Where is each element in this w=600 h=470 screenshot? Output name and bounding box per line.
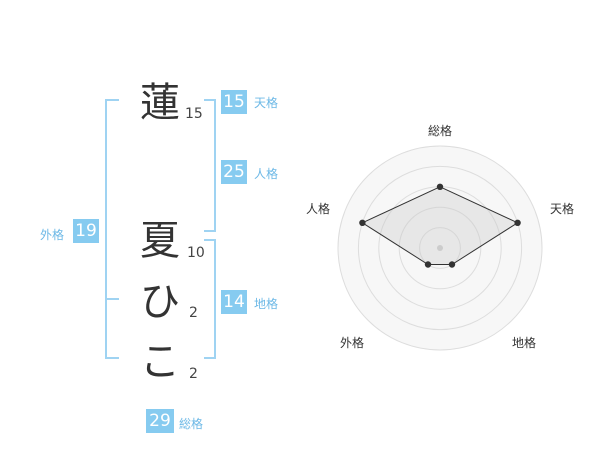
radar-data-polygon — [361, 186, 519, 265]
radar-axis-label-chikaku: 地格 — [511, 336, 536, 350]
stroke-count-3: 2 — [189, 305, 198, 321]
chikaku-value: 14 — [221, 290, 247, 314]
radar-point-2 — [514, 219, 521, 226]
radar-ring-3 — [378, 186, 502, 310]
jinkaku-label: 人格 — [254, 167, 279, 181]
radar-ring-1 — [419, 227, 461, 269]
jinkaku-value: 25 — [221, 160, 247, 184]
stroke-count-1: 15 — [185, 106, 203, 122]
name-char-2: 夏 — [140, 218, 180, 264]
radar-axis-label-jinkaku: 人格 — [305, 202, 330, 216]
tenkaku-value: 15 — [221, 90, 247, 114]
tenkaku-label: 天格 — [254, 96, 279, 110]
radar-point-5 — [359, 219, 366, 226]
radar-point-3 — [448, 261, 456, 268]
name-char-4: こ — [140, 339, 180, 385]
chikaku-label: 地格 — [254, 297, 279, 311]
radar-point-4 — [424, 261, 432, 268]
radar-axis-label-soukaku: 総格 — [427, 124, 452, 138]
soukaku-label: 総格 — [179, 417, 204, 431]
stroke-count-4: 2 — [189, 366, 198, 382]
radar-center-dot — [437, 245, 443, 251]
gaikaku-label: 外格 — [40, 228, 65, 242]
name-char-1: 蓮 — [140, 80, 180, 126]
radar-ring-4 — [357, 165, 523, 331]
name-char-3: ひ — [140, 279, 180, 325]
radar-axis-label-gaikaku: 外格 — [339, 336, 364, 350]
stroke-count-2: 10 — [187, 245, 205, 261]
soukaku-value: 29 — [146, 409, 174, 433]
radar-ring-2 — [398, 206, 482, 290]
radar-ring-outer — [337, 145, 543, 351]
radar-axis-label-tenkaku: 天格 — [549, 202, 574, 216]
gaikaku-value: 19 — [73, 219, 99, 243]
radar-point-1 — [436, 183, 444, 190]
